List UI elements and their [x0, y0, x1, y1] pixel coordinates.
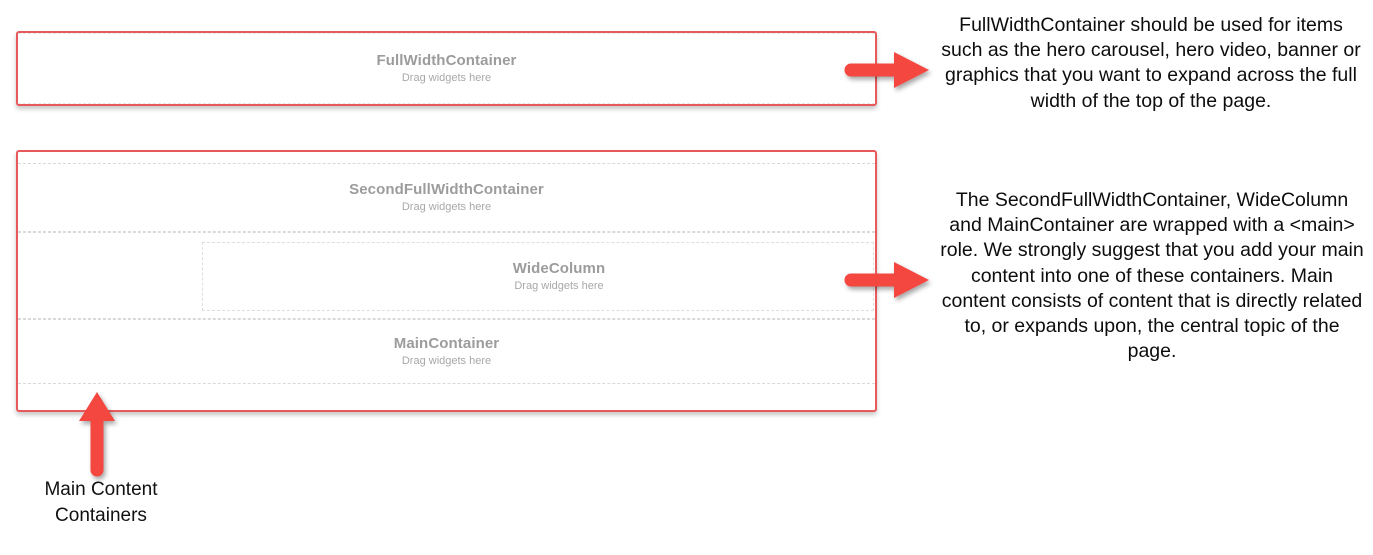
- drop-zone-wide-column[interactable]: WideColumn Drag widgets here: [202, 242, 874, 311]
- drop-row-wide-column-band: WideColumn Drag widgets here: [18, 232, 875, 319]
- drop-zone-hint-main-container: Drag widgets here: [401, 354, 492, 367]
- annotation-full-width-container: FullWidthContainer should be used for it…: [941, 14, 1361, 112]
- drop-row-main-container[interactable]: MainContainer Drag widgets here: [18, 319, 875, 384]
- annotation-main-content-group: The SecondFullWidthContainer, WideColumn…: [940, 189, 1364, 363]
- drop-zone-title-full-width: FullWidthContainer: [376, 52, 517, 69]
- arrow-up-icon-main-content: [79, 392, 115, 477]
- drop-zone-title-second-full-width: SecondFullWidthContainer: [349, 181, 544, 198]
- drop-zone-hint-full-width: Drag widgets here: [401, 71, 492, 84]
- annotation-main-content-label: Main Content Containers: [44, 479, 158, 526]
- drop-zone-main-content-group[interactable]: SecondFullWidthContainer Drag widgets he…: [16, 150, 877, 412]
- drop-zone-title-wide-column: WideColumn: [512, 260, 606, 277]
- drop-row-second-full-width-container[interactable]: SecondFullWidthContainer Drag widgets he…: [18, 163, 875, 232]
- drop-zone-full-width-container[interactable]: FullWidthContainer Drag widgets here: [16, 31, 877, 106]
- arrow-right-icon-main-group: [844, 262, 929, 298]
- drop-zone-hint-second-full-width: Drag widgets here: [401, 200, 492, 213]
- drop-zone-hint-wide-column: Drag widgets here: [514, 279, 604, 292]
- drop-row-full-width[interactable]: FullWidthContainer Drag widgets here: [18, 33, 875, 104]
- drop-zone-title-main-container: MainContainer: [393, 335, 500, 352]
- arrow-right-icon-full-width: [844, 52, 929, 88]
